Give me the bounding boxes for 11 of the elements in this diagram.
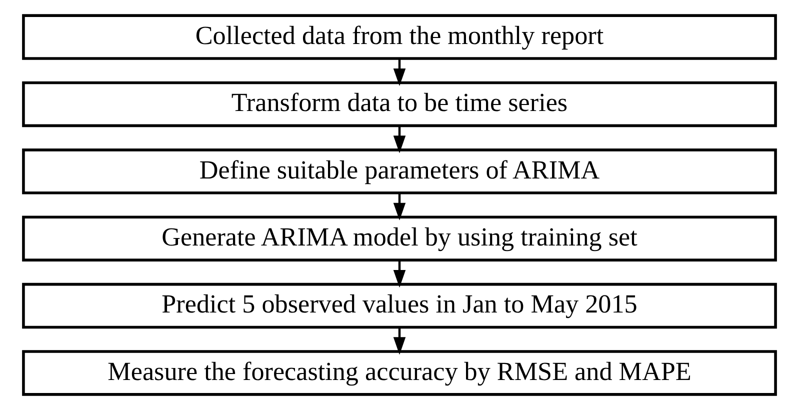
node-box: Predict 5 observed values in Jan to May 2015: [22, 282, 776, 329]
arrow: [392, 260, 406, 288]
node-box: Transform data to be time series: [22, 81, 776, 128]
node-box: Collected data from the monthly report: [22, 14, 776, 60]
node-box: Generate ARIMA model by using training set: [22, 216, 776, 262]
node-box: Define suitable parameters of ARIMA: [22, 148, 776, 194]
node-box: Measure the forecasting accuracy by RMSE and MAPE: [22, 350, 776, 396]
arrow: [392, 126, 406, 154]
arrow: [392, 193, 406, 220]
arrow: [392, 328, 406, 355]
arrow: [392, 59, 406, 86]
